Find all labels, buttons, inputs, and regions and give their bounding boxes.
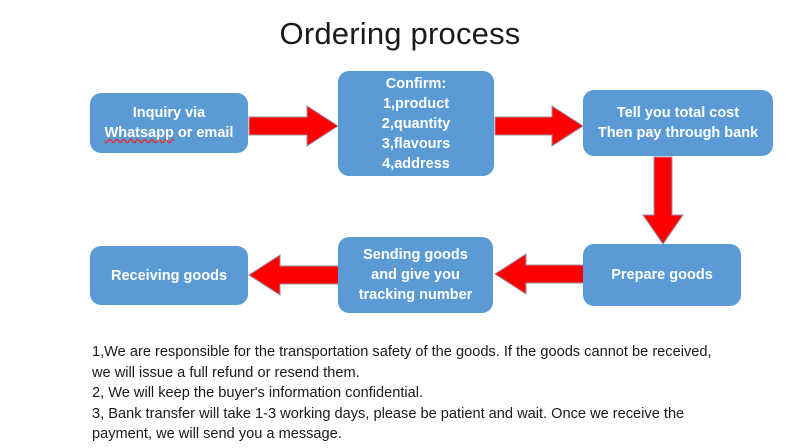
- node-confirm-line-4: 3,flavours: [381, 135, 451, 152]
- note-line-4: 3, Bank transfer will take 1-3 working d…: [92, 405, 685, 422]
- misspelled-word-whatsapp: Whatsapp: [104, 125, 174, 141]
- note-line-3: 2, We will keep the buyer's information …: [92, 385, 424, 401]
- note-line-1: 1,We are responsible for the transportat…: [92, 344, 712, 360]
- node-confirm-line-2: 1,product: [382, 95, 450, 112]
- arrow-left-icon-prepare-to-sending: [494, 253, 585, 295]
- arrow-down-icon-cost-to-prepare: [642, 156, 684, 245]
- process-node-receiving-goods: Receiving goods: [90, 246, 248, 305]
- node-sending-line-2: and give you: [371, 267, 460, 283]
- node-inquiry-line-1: Inquiry via: [132, 105, 206, 121]
- terms-notes: 1,We are responsible for the transportat…: [92, 342, 764, 445]
- node-sending-line-3: tracking number: [358, 287, 473, 303]
- note-line-5: payment, we will send you a message.: [92, 426, 342, 442]
- page-title: Ordering process: [279, 16, 521, 51]
- node-confirm-line-1: Confirm:: [385, 75, 447, 92]
- process-node-total-cost: Tell you total cost Then pay through ban…: [583, 90, 773, 156]
- node-receiving-line-1: Receiving goods: [110, 267, 228, 284]
- note-line-2: we will issue a full refund or resend th…: [92, 364, 360, 381]
- node-confirm-line-3: 2,quantity: [381, 115, 451, 132]
- node-cost-line-1: Tell you total cost: [616, 105, 740, 121]
- process-node-prepare-goods: Prepare goods: [583, 244, 741, 306]
- node-inquiry-line-2: Whatsapp or email: [105, 123, 234, 143]
- arrow-right-icon-confirm-to-cost: [494, 105, 584, 147]
- node-cost-line-2: Then pay through bank: [597, 125, 759, 141]
- node-sending-line-1: Sending goods: [363, 247, 468, 263]
- node-prepare-line-1: Prepare goods: [611, 267, 713, 283]
- process-node-inquiry: Inquiry via Whatsapp or email: [90, 93, 248, 153]
- process-node-confirm: Confirm: 1,product 2,quantity 3,flavours…: [338, 71, 494, 176]
- node-confirm-line-5: 4,address: [382, 155, 450, 172]
- node-inquiry-line-2-rest: or email: [173, 125, 234, 141]
- arrow-right-icon-inquiry-to-confirm: [248, 105, 339, 147]
- arrow-left-icon-sending-to-receiving: [248, 254, 340, 296]
- process-node-sending-goods: Sending goods and give you tracking numb…: [338, 237, 493, 313]
